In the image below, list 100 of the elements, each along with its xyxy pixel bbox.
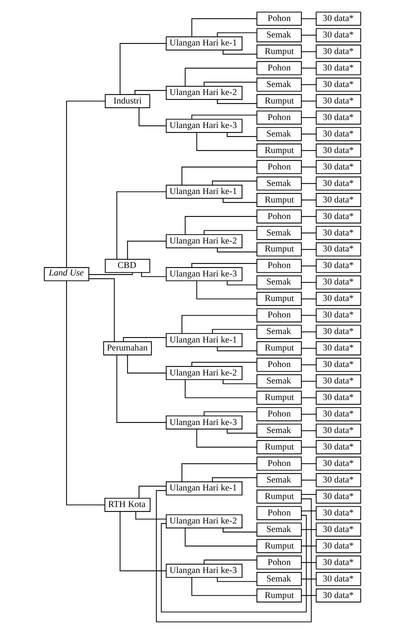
connector — [301, 430, 316, 432]
node-box: 30 data* — [316, 292, 362, 306]
node-box: Rumput — [256, 242, 302, 256]
node-box: Semak — [256, 275, 302, 290]
node-box: 30 data* — [316, 12, 362, 26]
node-box: 30 data* — [316, 374, 362, 388]
node-box: 30 data* — [316, 176, 362, 191]
node-box: Rumput — [256, 588, 302, 602]
connector — [212, 328, 257, 334]
connector — [184, 379, 258, 398]
node-box: 30 data* — [316, 539, 362, 554]
node-box: 30 data* — [316, 588, 362, 602]
connector — [301, 216, 316, 217]
connector — [222, 198, 258, 203]
node-box: Rumput — [256, 193, 302, 207]
node-box: Pohon — [256, 160, 302, 174]
connector — [216, 576, 258, 582]
connector — [191, 362, 258, 367]
node-box: Semak — [256, 176, 302, 191]
node-box: Rumput — [256, 440, 302, 454]
connector — [181, 166, 258, 186]
connector — [141, 272, 166, 278]
connector — [181, 463, 258, 482]
node-box: 30 data* — [316, 308, 362, 322]
connector — [181, 314, 258, 334]
connector — [301, 68, 316, 69]
node-box: Rumput — [256, 144, 302, 158]
node-box: Industri — [104, 94, 150, 108]
connector — [204, 230, 258, 235]
connector — [216, 247, 258, 252]
node-box: Pohon — [256, 12, 302, 26]
connector — [301, 494, 316, 495]
connector — [184, 68, 258, 87]
node-box: 30 data* — [316, 78, 362, 92]
node-box: 30 data* — [316, 556, 362, 570]
node-box: 30 data* — [316, 275, 362, 290]
connector — [301, 578, 316, 580]
connector — [301, 562, 316, 563]
node-box: Pohon — [256, 358, 302, 372]
node-box: Ulangan Hari ke-1 — [166, 184, 242, 199]
connector — [301, 51, 316, 52]
connector — [216, 32, 258, 38]
node-box: 30 data* — [316, 572, 362, 586]
node-box: 30 data* — [316, 341, 362, 356]
connector — [301, 480, 316, 481]
node-box: Rumput — [256, 390, 302, 405]
connector — [301, 463, 316, 464]
connector — [127, 354, 166, 374]
connector — [301, 510, 316, 512]
node-box: 30 data* — [316, 490, 362, 504]
connector — [301, 331, 316, 332]
connector — [301, 166, 316, 168]
connector — [216, 346, 258, 352]
connector — [88, 272, 133, 275]
node-box: 30 data* — [316, 127, 362, 142]
node-box: 30 data* — [316, 110, 362, 125]
connector — [301, 414, 316, 415]
node-box: Pohon — [256, 61, 302, 76]
connector — [196, 428, 258, 448]
connector — [301, 380, 316, 382]
node-box: CBD — [104, 258, 150, 273]
connector — [66, 280, 106, 506]
node-box: 30 data* — [316, 209, 362, 224]
connector — [160, 514, 307, 612]
node-box: Rumput — [256, 94, 302, 108]
node-box: Rumput — [256, 539, 302, 554]
connector — [216, 99, 258, 104]
node-box: Pohon — [256, 506, 302, 520]
node-box: Semak — [256, 226, 302, 240]
node-box: 30 data* — [316, 44, 362, 59]
node-box: Pohon — [256, 308, 302, 322]
connector — [127, 240, 166, 260]
connector — [212, 477, 257, 482]
node-box: 30 data* — [316, 407, 362, 422]
connector — [204, 82, 258, 87]
connector — [222, 528, 258, 532]
connector — [301, 183, 316, 184]
connector — [301, 150, 316, 151]
node-box: 30 data* — [316, 522, 362, 537]
node-box: 30 data* — [316, 324, 362, 339]
connector — [88, 278, 115, 342]
node-box: Semak — [256, 572, 302, 586]
node-box: 30 data* — [316, 440, 362, 454]
node-box: Pohon — [256, 407, 302, 422]
node-box: Rumput — [256, 292, 302, 306]
node-box: 30 data* — [316, 160, 362, 174]
node-box: Ulangan Hari ke-3 — [166, 118, 242, 133]
node-box: Ulangan Hari ke-1 — [166, 36, 242, 50]
connector — [226, 428, 258, 434]
connector — [301, 249, 316, 250]
connector — [204, 560, 258, 565]
connector — [191, 114, 258, 120]
node-box: Ulangan Hari ke-1 — [166, 333, 242, 348]
node-box: 30 data* — [316, 144, 362, 158]
connector — [301, 348, 316, 349]
node-box: 30 data* — [316, 424, 362, 438]
connector — [196, 280, 258, 300]
node-box: Semak — [256, 522, 302, 537]
connector — [138, 107, 166, 126]
connector — [301, 117, 316, 118]
